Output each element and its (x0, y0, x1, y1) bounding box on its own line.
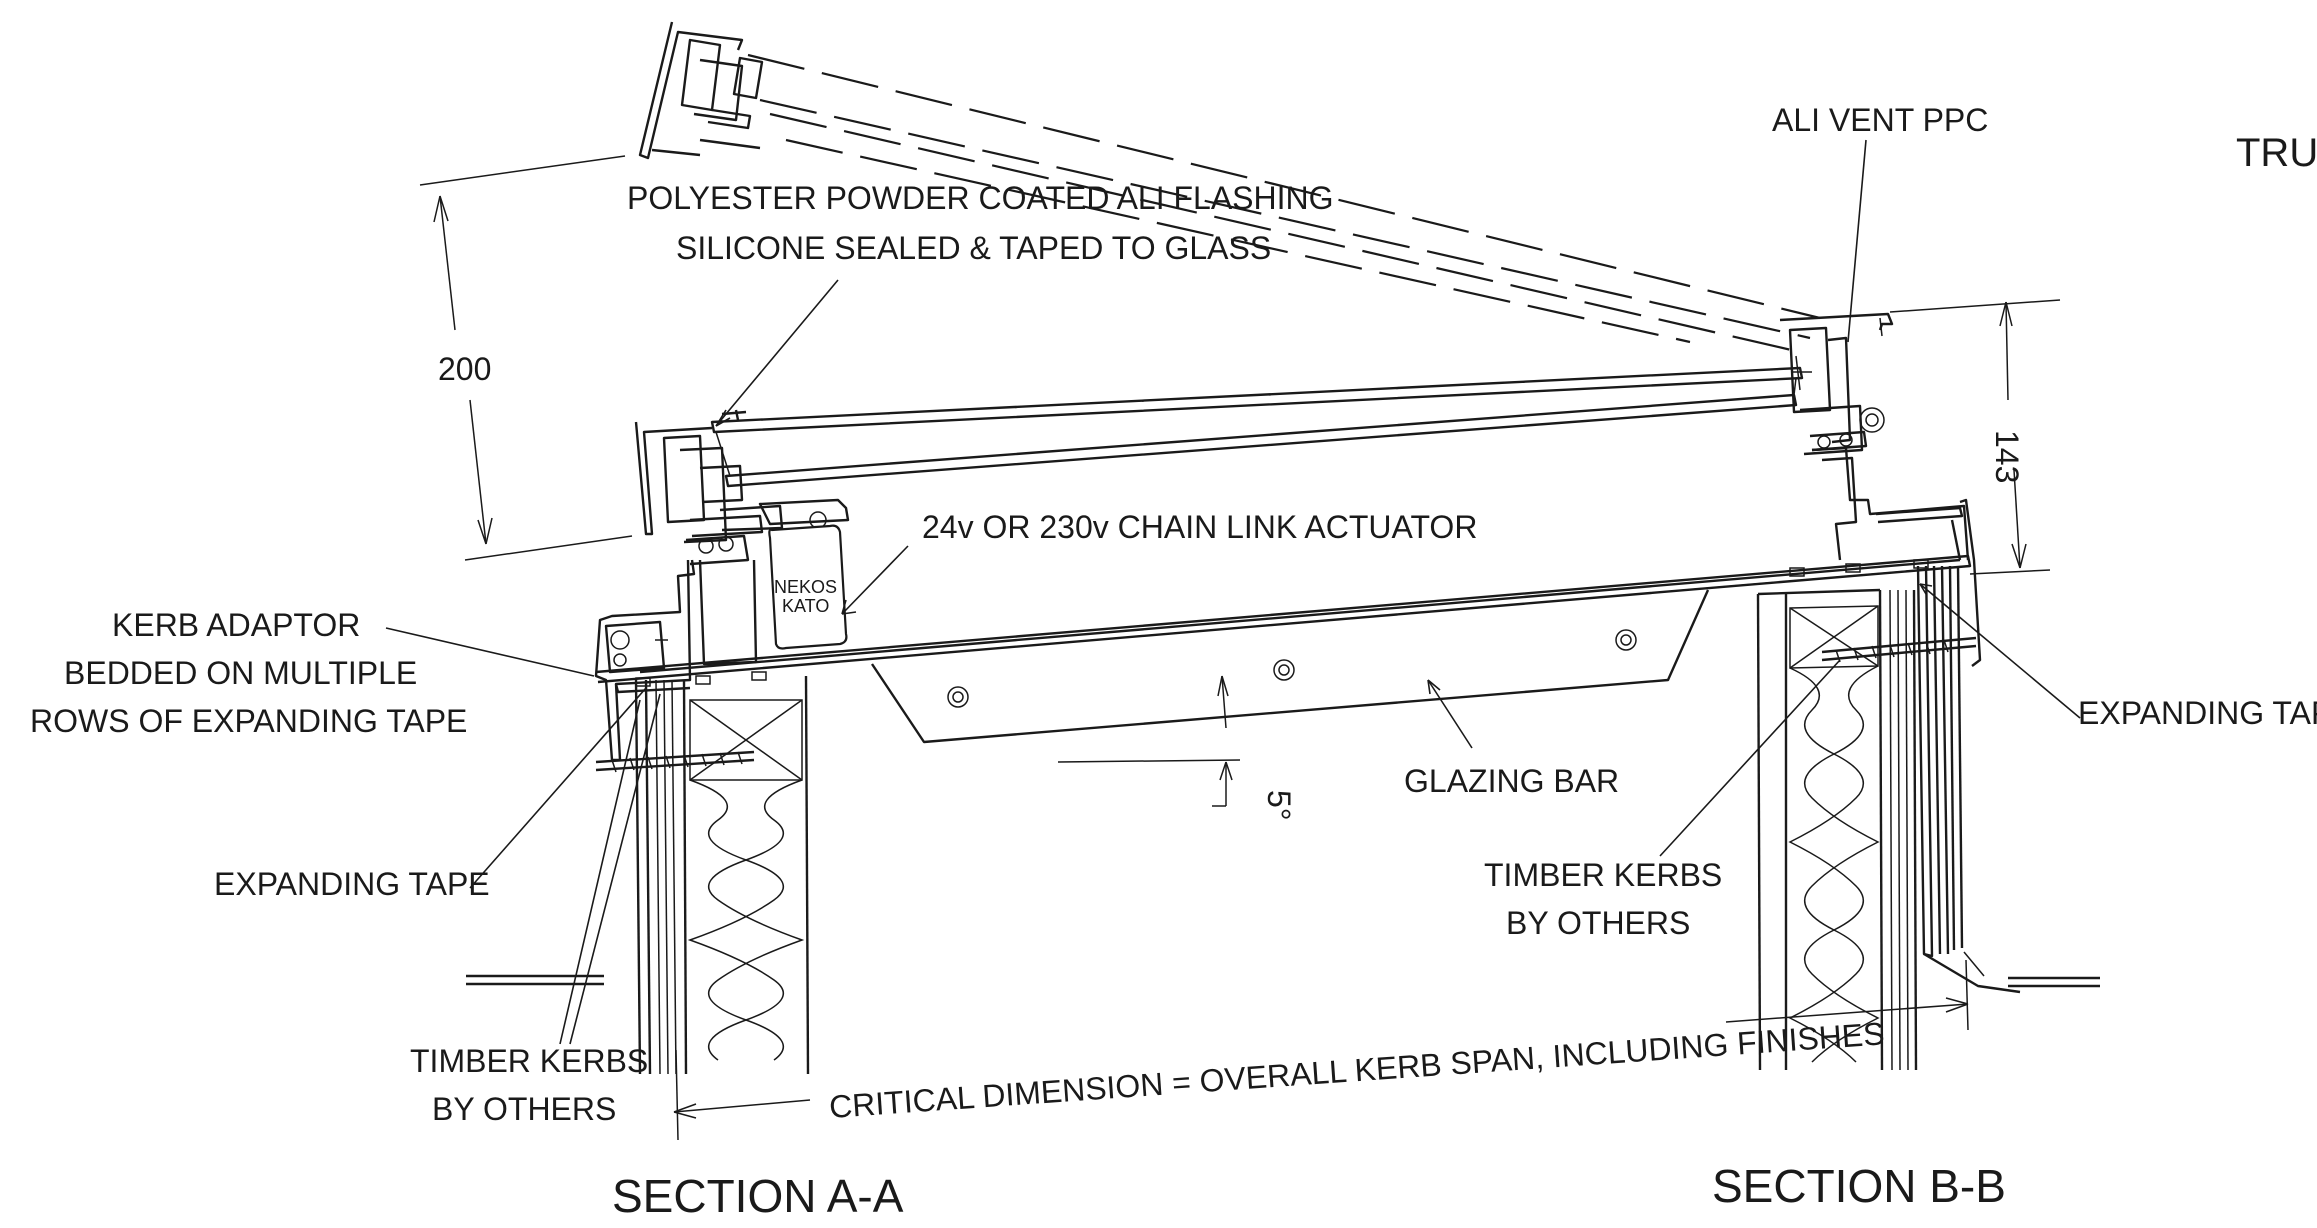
leader-lines (385, 139, 2081, 1045)
annotation-labels: POLYESTER POWDER COATED ALI FLASHING SIL… (30, 102, 2317, 1222)
left-vent-frame (634, 409, 784, 566)
label-ali-vent: ALI VENT PPC (1772, 102, 1988, 138)
label-glazing-bar: GLAZING BAR (1404, 763, 1619, 799)
dimension-200 (419, 155, 633, 561)
right-upstand (1916, 565, 2021, 994)
open-vent-dashed-outline (747, 53, 1821, 354)
label-critical-dimension: CRITICAL DIMENSION = OVERALL KERB SPAN, … (828, 1015, 1886, 1125)
expanding-tape-blocks (635, 559, 1929, 687)
left-timber-kerb (634, 675, 810, 1075)
left-fixing-screw (595, 750, 755, 773)
label-timber-left-line-1: TIMBER KERBS (410, 1043, 648, 1079)
actuator-brand-line-1: NEKOS (774, 577, 837, 597)
label-flashing-line-2: SILICONE SEALED & TAPED TO GLASS (676, 230, 1271, 266)
label-section-b: SECTION B-B (1712, 1160, 2006, 1212)
chain-link-actuator: NEKOS KATO (758, 498, 850, 650)
open-frame-profile (638, 21, 764, 160)
base-rail (595, 554, 1972, 684)
label-timber-right-line-1: TIMBER KERBS (1484, 857, 1722, 893)
label-timber-right-line-2: BY OTHERS (1506, 905, 1690, 941)
vent-glass-panel (710, 366, 1804, 488)
dimension-5-degree (1057, 675, 1241, 807)
actuator-brand-line-2: KATO (782, 596, 829, 616)
glazing-bar (871, 589, 1710, 744)
label-expanding-tape-left: EXPANDING TAPE (214, 866, 490, 902)
right-fixing-screw (1821, 636, 1977, 663)
label-section-a: SECTION A-A (612, 1170, 904, 1222)
left-kerb-adaptor (594, 559, 758, 762)
roof-deck-lines (466, 974, 2100, 988)
label-angle: 5° (1261, 790, 1297, 821)
label-kerb-adaptor-line-3: ROWS OF EXPANDING TAPE (30, 703, 467, 739)
dimension-critical-span (673, 959, 1969, 1141)
label-kerb-adaptor-line-1: KERB ADAPTOR (112, 607, 360, 643)
label-expanding-tape-right: EXPANDING TAPE (2078, 695, 2317, 731)
label-actuator: 24v OR 230v CHAIN LINK ACTUATOR (922, 509, 1477, 545)
label-kerb-adaptor-line-2: BEDDED ON MULTIPLE (64, 655, 417, 691)
right-vent-frame (1779, 312, 1982, 667)
label-title-fragment: TRU (2236, 131, 2317, 175)
dimension-143 (1889, 299, 2061, 575)
label-dimension-200: 200 (438, 351, 491, 387)
label-flashing-line-1: POLYESTER POWDER COATED ALI FLASHING (627, 180, 1334, 216)
right-timber-kerb (1756, 588, 1918, 1071)
label-timber-left-line-2: BY OTHERS (432, 1091, 616, 1127)
label-dimension-143: 143 (1989, 430, 2025, 483)
